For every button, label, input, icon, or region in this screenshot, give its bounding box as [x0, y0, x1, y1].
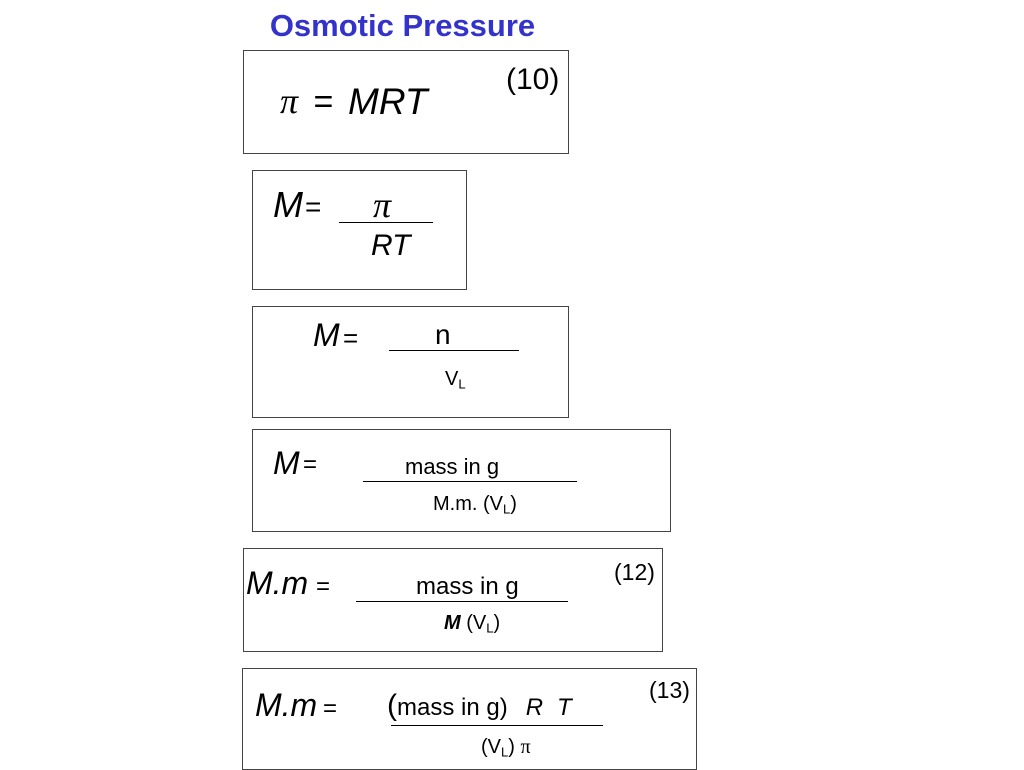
equals-sign: =: [316, 573, 331, 600]
fraction-bar: [339, 222, 433, 223]
equals-sign: =: [303, 451, 318, 478]
denominator: RT: [371, 229, 411, 262]
formula-rhs: MRT: [348, 81, 428, 122]
formula-lhs: M: [313, 317, 340, 353]
denominator: VL: [445, 368, 466, 392]
equation-number: (13): [649, 677, 690, 703]
equation-box-12: M.m = mass in g M (VL) (12): [243, 548, 663, 652]
page-title: Osmotic Pressure: [269, 8, 536, 43]
formula-lhs: M.m: [246, 565, 309, 601]
numerator: mass in g: [405, 454, 500, 479]
equation-box-molarity-pi: M = π RT: [252, 170, 467, 290]
equation-number: (10): [506, 63, 560, 96]
formula-lhs: M.m: [255, 687, 318, 723]
fraction-bar: [363, 481, 577, 482]
fraction-bar: [391, 725, 603, 726]
denominator: M.m. (VL): [433, 493, 517, 517]
equals-sign: =: [323, 695, 338, 722]
fraction-bar: [356, 601, 568, 602]
pi-symbol: π: [280, 81, 299, 121]
equals-sign: =: [304, 83, 343, 121]
numerator: n: [435, 319, 451, 350]
equation-box-molarity-mass: M = mass in g M.m. (VL): [252, 429, 671, 532]
denominator: (VL) π: [481, 736, 531, 760]
formula-lhs: M: [273, 445, 300, 481]
denominator: M (VL): [444, 612, 501, 636]
numerator: mass in g: [416, 573, 519, 600]
equals-sign: =: [343, 323, 359, 353]
equation-number: (12): [614, 559, 655, 585]
equation-box-10: π = MRT (10): [243, 50, 569, 154]
formula-lhs: M: [273, 184, 303, 225]
fraction-bar: [389, 350, 519, 351]
numerator: π: [373, 185, 392, 225]
equation-box-molarity-moles: M = n VL: [252, 306, 569, 418]
equals-sign: =: [305, 191, 322, 222]
